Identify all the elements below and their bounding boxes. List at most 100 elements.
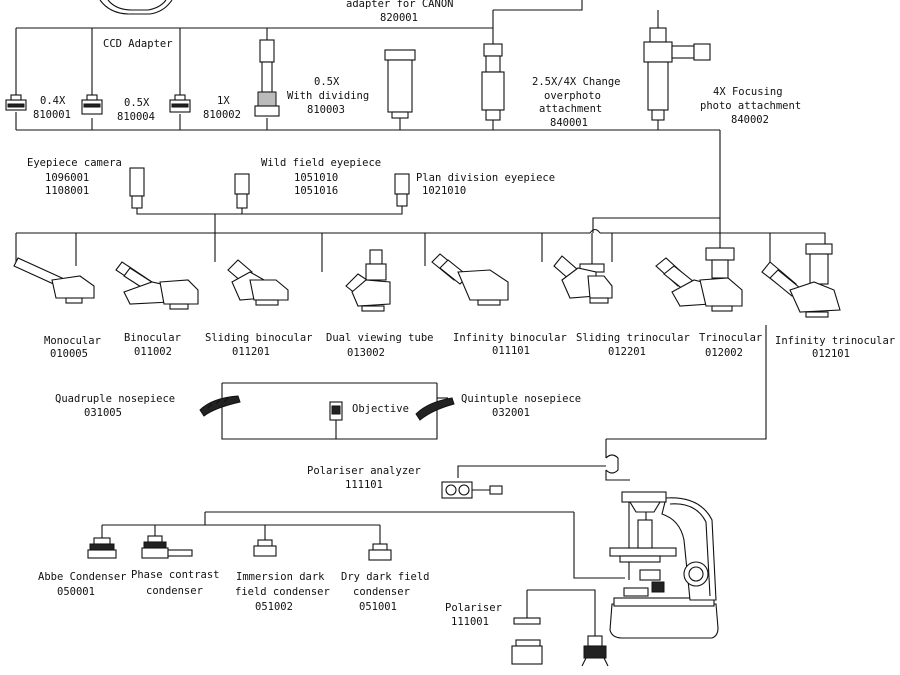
polariser-analyzer-name: Polariser analyzer: [307, 465, 421, 477]
wild-field-code-1: 1051010: [294, 172, 338, 184]
head-sliding-binocular-name: Sliding binocular: [205, 332, 312, 344]
head-dual-viewing-code: 013002: [347, 347, 385, 359]
head-trinocular-name: Trinocular: [699, 332, 762, 344]
change-line2: overphoto: [544, 90, 601, 102]
infinity-trinocular-head-icon: [761, 243, 841, 318]
dividing-code: 810003: [307, 104, 345, 116]
condenser-labels: Abbe Condenser 050001 Phase contrast con…: [38, 569, 430, 613]
plan-division-name: Plan division eyepiece: [416, 172, 555, 184]
head-infinity-trinocular-code: 012101: [812, 348, 850, 360]
condenser-lines: [101, 511, 625, 579]
canon-adapter-label: adapter for CANON: [346, 0, 453, 10]
dividing-tube-icon: [384, 49, 416, 119]
head-trinocular-code: 012002: [705, 347, 743, 359]
polariser-analyzer-labels: Polariser analyzer 111101: [307, 465, 421, 491]
nosepiece-lines: [221, 325, 767, 580]
nosepiece-labels: Quadruple nosepiece 031005 Objective Qui…: [55, 393, 581, 419]
polariser-name: Polariser: [445, 602, 502, 614]
plan-division-code: 1021010: [422, 185, 466, 197]
eyepiece-camera-name: Eyepiece camera: [27, 157, 122, 169]
polariser-analyzer-code: 111101: [345, 479, 383, 491]
adapter-1x-code: 810002: [203, 109, 241, 121]
polariser-analyzer-lines: [457, 465, 606, 478]
head-binocular-name: Binocular: [124, 332, 181, 344]
canon-adapter-code: 820001: [380, 12, 418, 24]
heads-connector-lines: [15, 217, 826, 272]
sliding-binocular-head-icon: [227, 259, 289, 306]
abbe-condenser-code: 050001: [57, 586, 95, 598]
adapter-0-4x-name: 0.4X: [40, 95, 66, 107]
focusing-attachment-icon: [643, 27, 711, 121]
change-code: 840001: [550, 117, 588, 129]
objective-icon: [329, 401, 343, 421]
plan-division-eyepiece-icon: [394, 173, 410, 207]
adapter-0-4x-icon: [5, 94, 27, 111]
change-line1: 2.5X/4X Change: [532, 76, 621, 88]
dual-viewing-tube-icon: [345, 249, 391, 312]
monocular-head-icon: [13, 257, 95, 304]
polariser-code: 111001: [451, 616, 489, 628]
focusing-line1: 4X Focusing: [713, 86, 783, 98]
adapter-1x-icon: [169, 94, 191, 113]
immersion-dark-line1: Immersion dark: [236, 571, 325, 583]
focusing-line2: photo attachment: [700, 100, 801, 112]
ccd-adapter-label: CCD Adapter: [103, 38, 173, 50]
wild-field-eyepiece-icon: [234, 173, 250, 209]
polariser-analyzer-icon: [441, 481, 503, 499]
adapter-1x-name: 1X: [217, 95, 230, 107]
head-infinity-binocular-code: 011101: [492, 345, 530, 357]
canon-adapter-icon: [481, 43, 505, 121]
immersion-dark-field-condenser-icon: [253, 539, 277, 557]
dry-dark-field-condenser-icon: [368, 543, 392, 561]
head-binocular-code: 011002: [134, 346, 172, 358]
quadruple-nosepiece-code: 031005: [84, 407, 122, 419]
adapter-0-5x-name: 0.5X: [124, 97, 150, 109]
quintuple-nosepiece-name: Quintuple nosepiece: [461, 393, 581, 405]
eyepiece-camera-code-2: 1108001: [45, 185, 89, 197]
eyepiece-camera-icon: [129, 167, 145, 209]
phase-contrast-condenser-icon: [141, 535, 193, 559]
immersion-dark-line2: field condenser: [235, 586, 330, 598]
head-sliding-trinocular-code: 012201: [608, 346, 646, 358]
polariser-icon: [511, 617, 543, 665]
dividing-line2: With dividing: [287, 90, 369, 102]
infinity-binocular-head-icon: [431, 253, 509, 306]
change-line3: attachment: [539, 103, 602, 115]
head-monocular-name: Monocular: [44, 335, 101, 347]
polariser-lines: [526, 589, 596, 636]
eyepiece-connector-lines: [136, 206, 403, 233]
dry-dark-code: 051001: [359, 601, 397, 613]
head-dual-viewing-name: Dual viewing tube: [326, 332, 433, 344]
phase-contrast-line2: condenser: [146, 585, 203, 597]
head-infinity-trinocular-name: Infinity trinocular: [775, 335, 895, 347]
top-connector-lines: [15, 0, 721, 255]
adapter-0-4x-code: 810001: [33, 109, 71, 121]
wild-field-code-2: 1051016: [294, 185, 338, 197]
polariser-filter-icon: [581, 635, 609, 667]
quadruple-nosepiece-name: Quadruple nosepiece: [55, 393, 175, 405]
phase-contrast-line1: Phase contrast: [131, 569, 220, 581]
head-labels: Monocular 010005 Binocular 011002 Slidin…: [44, 332, 895, 360]
quadruple-nosepiece-icon: [199, 395, 241, 417]
dry-dark-line1: Dry dark field: [341, 571, 430, 583]
abbe-condenser-icon: [87, 537, 117, 559]
trinocular-head-icon: [655, 247, 743, 312]
wild-field-name: Wild field eyepiece: [261, 157, 381, 169]
adapter-0-5x-code: 810004: [117, 111, 155, 123]
eyepiece-labels: Eyepiece camera 1096001 1108001 Wild fie…: [27, 157, 555, 197]
focusing-code: 840002: [731, 114, 769, 126]
sliding-trinocular-head-icon: [553, 255, 613, 304]
polariser-labels: Polariser 111001: [445, 602, 502, 628]
head-sliding-binocular-code: 011201: [232, 346, 270, 358]
quintuple-nosepiece-icon: [415, 397, 455, 421]
quintuple-nosepiece-code: 032001: [492, 407, 530, 419]
head-monocular-code: 010005: [50, 348, 88, 360]
top-labels: CCD Adapter adapter for CANON 820001 0.4…: [33, 0, 801, 129]
adapter-0-5x-icon: [81, 94, 103, 115]
abbe-condenser-name: Abbe Condenser: [38, 571, 127, 583]
eyepiece-camera-code-1: 1096001: [45, 172, 89, 184]
head-sliding-trinocular-name: Sliding trinocular: [576, 332, 690, 344]
dry-dark-line2: condenser: [353, 586, 410, 598]
objective-label: Objective: [352, 403, 409, 415]
